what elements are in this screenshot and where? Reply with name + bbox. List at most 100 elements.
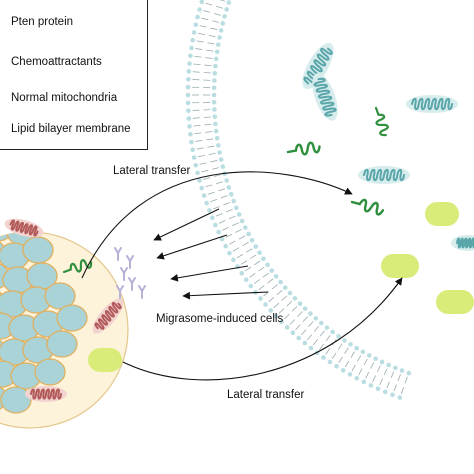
lipid-tail	[210, 27, 218, 30]
lipid-head	[348, 342, 353, 347]
lipid-tail	[246, 248, 253, 253]
lipid-head	[207, 208, 212, 213]
lipid-tail	[297, 311, 303, 317]
lipid-tail	[205, 184, 213, 188]
lipid-tail	[386, 381, 390, 389]
lipid-head	[246, 231, 251, 237]
lipid-head	[261, 256, 266, 262]
lipid-head	[214, 135, 220, 141]
lipid-tail	[208, 152, 216, 156]
lipid-head	[189, 45, 194, 51]
lipid-head	[211, 99, 217, 105]
lipid-head	[199, 185, 205, 191]
lime-organelle	[425, 202, 459, 226]
lipid-tail	[331, 352, 337, 359]
mitochondrion-cristae	[9, 219, 39, 237]
pten-protein	[62, 259, 93, 274]
lipid-tail	[207, 145, 215, 148]
lipid-head	[195, 170, 200, 176]
lipid-tail	[276, 289, 283, 296]
lipid-tail	[358, 368, 363, 375]
lipid-tail	[199, 162, 207, 165]
lipid-tail	[203, 116, 211, 118]
chemotaxis-arrow-4	[182, 291, 269, 300]
lipid-head	[386, 362, 391, 368]
lipid-head	[354, 375, 360, 381]
lipid-head	[188, 53, 193, 59]
chemotaxis-arrow-3	[170, 265, 249, 282]
lime-organelle	[88, 348, 122, 372]
lipid-head	[361, 379, 367, 385]
lipid-head	[334, 363, 339, 369]
chemoattractant	[138, 285, 146, 299]
vesicle	[44, 282, 76, 310]
chemoattractant	[126, 255, 134, 269]
lateral-transfer-arrow-bottom	[122, 277, 403, 381]
lipid-head	[195, 14, 200, 20]
lipid-head	[379, 359, 385, 365]
lipid-head	[216, 42, 221, 47]
lipid-head	[340, 368, 346, 373]
mitochondrion-cristae	[313, 77, 337, 117]
lipid-tail	[205, 131, 213, 133]
pten-coil	[374, 106, 389, 137]
lipid-tail	[192, 117, 200, 119]
lipid-head	[373, 356, 378, 362]
lipid-tail	[337, 343, 343, 350]
chemoattractant-shape	[126, 255, 134, 269]
mitochondrion	[302, 42, 334, 90]
lipid-tail	[204, 123, 212, 126]
lipid-head	[382, 389, 388, 395]
legend-item-normal-mitochondria: Normal mitochondria	[11, 92, 118, 104]
lipid-head	[321, 355, 326, 360]
lipid-head	[324, 325, 330, 330]
lipid-tail	[249, 273, 256, 278]
chemoattractant-shape	[116, 285, 124, 299]
lipid-tail	[376, 365, 381, 373]
lipid-tail	[203, 177, 211, 180]
lipid-head	[231, 198, 236, 204]
lipid-tail	[195, 48, 203, 50]
lipid-head	[223, 243, 228, 249]
mitochondrion	[25, 386, 67, 402]
lipid-head	[226, 185, 232, 190]
lipid-tail	[372, 375, 376, 382]
lipid-tail	[286, 300, 293, 307]
lipid-head	[187, 124, 192, 129]
lipid-tail	[213, 174, 221, 177]
lipid-tail	[205, 57, 213, 59]
chemotaxis-arrow-1	[153, 208, 220, 241]
lipid-head	[366, 353, 372, 358]
lipid-head	[218, 157, 224, 162]
lipid-tail	[313, 339, 318, 346]
lipid-tail	[195, 140, 203, 142]
lipid-head	[243, 225, 248, 230]
lipid-head	[211, 85, 217, 91]
lipid-head	[216, 143, 221, 148]
lipid-tail	[196, 147, 204, 150]
lipid-head	[190, 37, 195, 43]
lipid-head	[284, 325, 290, 330]
pten-protein	[374, 106, 389, 137]
lipid-tail	[263, 291, 270, 297]
lipid-head	[199, 0, 205, 5]
lipid-tail	[284, 313, 290, 320]
lipid-tail	[319, 330, 325, 337]
mitochondrion-cristae	[94, 301, 122, 330]
legend-item-chemoattractants: Chemoattractants	[11, 56, 102, 68]
lipid-head	[187, 61, 192, 66]
lipid-tail	[215, 213, 223, 217]
lipid-head	[213, 222, 218, 228]
lipid-tail	[250, 254, 257, 259]
mitochondrion	[358, 166, 410, 184]
mitochondrion	[451, 235, 474, 251]
lipid-head	[399, 368, 405, 373]
lipid-tail	[210, 198, 218, 203]
lipid-head	[212, 107, 217, 112]
lipid-tail	[308, 321, 314, 327]
lipid-tail	[197, 32, 206, 35]
lipid-tail	[319, 343, 325, 350]
lipid-tail	[210, 160, 218, 163]
lipid-head	[231, 257, 236, 263]
